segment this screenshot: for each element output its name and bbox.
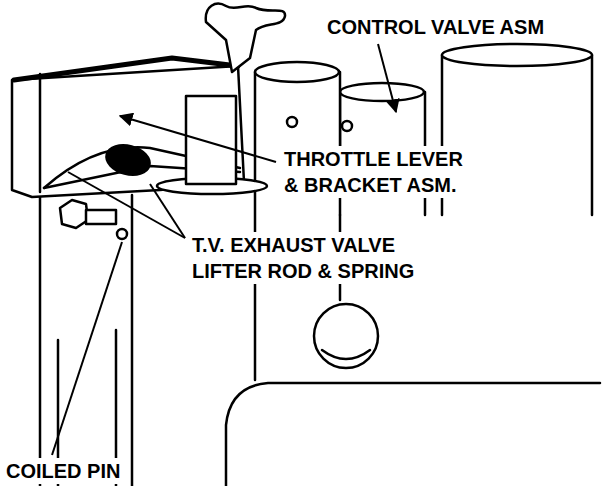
bolt-shaft <box>86 210 116 224</box>
valve-body-base <box>226 383 600 486</box>
leader-line <box>378 44 396 112</box>
screw <box>287 117 297 127</box>
part-label: T.V. EXHAUST VALVE LIFTER ROD & SPRING <box>190 232 420 284</box>
large-tube-top <box>442 44 592 66</box>
lifter-rod <box>103 141 153 179</box>
leader-line <box>68 172 185 238</box>
middle-tube-top <box>340 83 424 101</box>
bracket-top-edge <box>14 58 238 80</box>
sleeve-block <box>186 96 236 184</box>
leader-line <box>120 116 276 162</box>
front-tube-top <box>255 62 339 82</box>
part-label: COILED PIN <box>4 458 126 484</box>
leader-line <box>150 184 185 238</box>
leader-line <box>52 242 122 455</box>
screw <box>342 121 352 131</box>
bracket-plate <box>12 66 244 197</box>
part-label: CONTROL VALVE ASM <box>325 14 550 40</box>
valve-boss-rim <box>322 350 370 359</box>
valve-boss <box>314 304 378 368</box>
housing-column <box>40 195 132 486</box>
coiled-pin <box>117 229 127 239</box>
throttle-lever <box>206 4 285 72</box>
part-label: THROTTLE LEVER & BRACKET ASM. <box>282 146 468 198</box>
bolt-head <box>60 200 88 228</box>
bracket-edge <box>39 74 42 192</box>
